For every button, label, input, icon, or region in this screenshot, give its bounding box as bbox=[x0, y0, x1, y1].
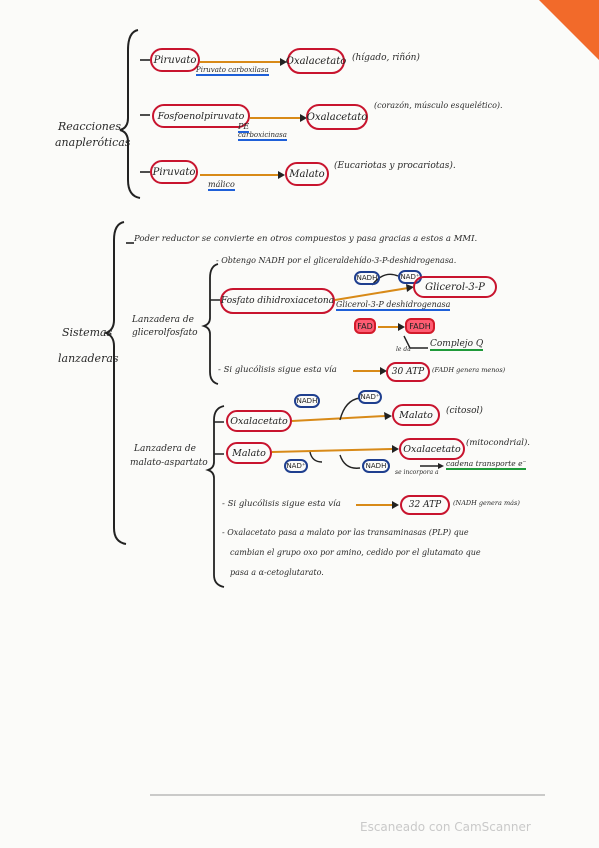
mito-note: (mitocondrial). bbox=[466, 438, 531, 448]
malato-node: Malato bbox=[285, 162, 329, 186]
atp-32-node: 32 ATP bbox=[400, 495, 450, 515]
fad-box: FAD bbox=[354, 318, 376, 334]
g3p-line1: - Obtengo NADH por el gliceraldehído-3-P… bbox=[216, 256, 457, 265]
organism-note: (Eucariotas y procariotas). bbox=[334, 161, 456, 171]
cytosol-note: (citosol) bbox=[446, 406, 483, 416]
intro-text: Poder reductor se convierte en otros com… bbox=[134, 234, 478, 244]
mal-shuttle-label-line2: malato-aspartato bbox=[130, 458, 208, 468]
section1-title-line1: Reacciones bbox=[58, 120, 122, 133]
g3p-result-text: - Si glucólisis sigue esta vía bbox=[218, 365, 337, 375]
section1-title-line2: anapleróticas bbox=[55, 136, 131, 149]
section2-title-line1: Sistemas bbox=[62, 326, 113, 339]
nadh-badge: NADH bbox=[354, 271, 380, 285]
enzyme-label: PE bbox=[238, 122, 250, 133]
page-corner-fold bbox=[539, 0, 599, 60]
g3p-node: Glicerol-3-P bbox=[413, 276, 497, 298]
electron-chain-label: cadena transporte e⁻ bbox=[446, 459, 527, 470]
nadh-badge: NADH bbox=[294, 394, 320, 408]
oxalacetato-node: Oxalacetato bbox=[306, 104, 368, 130]
fadh-box: FADH bbox=[405, 318, 435, 334]
enzyme-label: carboxicinasa bbox=[238, 131, 287, 141]
enzyme-label: Glicerol-3-P deshidrogenasa bbox=[336, 300, 451, 311]
nad-badge: NAD⁺ bbox=[358, 390, 382, 404]
oxalacetato-node: Oxalacetato bbox=[226, 410, 292, 432]
pyruvate-node: Piruvato bbox=[150, 160, 198, 184]
enzyme-label: málico bbox=[208, 180, 235, 191]
g3p-shuttle-label-line1: Lanzadera de bbox=[132, 315, 194, 325]
mal-result-text: - Si glucólisis sigue esta vía bbox=[222, 499, 341, 509]
nadh-badge: NADH bbox=[362, 459, 390, 473]
dhap-node: Fosfato dihidroxiacetona bbox=[220, 288, 335, 314]
arrow-label: le da bbox=[396, 346, 411, 353]
enzyme-label: Piruvato carboxilasa bbox=[196, 66, 269, 76]
malato-node: Malato bbox=[226, 442, 272, 464]
tissue-note: (corazón, músculo esquelético). bbox=[374, 101, 503, 110]
complex-q-label: Complejo Q bbox=[430, 339, 484, 351]
camscanner-watermark: Escaneado con CamScanner bbox=[360, 820, 531, 834]
oxalacetato-node: Oxalacetato bbox=[286, 48, 346, 74]
tissue-note: (hígado, riñón) bbox=[352, 53, 420, 63]
oxalacetato-mito-node: Oxalacetato bbox=[399, 438, 465, 460]
incorpora-label: se incorpora a bbox=[395, 469, 439, 476]
section2-title-line2: lanzaderas bbox=[58, 352, 119, 365]
mal-shuttle-label-line1: Lanzadera de bbox=[134, 444, 196, 454]
malato-cytosol-node: Malato bbox=[392, 404, 440, 426]
pyruvate-node: Piruvato bbox=[150, 48, 200, 72]
pep-node: Fosfoenolpiruvato bbox=[152, 104, 250, 128]
transaminase-note-line2: cambian el grupo oxo por amino, cedido p… bbox=[230, 548, 481, 557]
fadh-note: (FADH genera menos) bbox=[432, 366, 506, 374]
transaminase-note-line1: - Oxalacetato pasa a malato por las tran… bbox=[222, 528, 469, 537]
transaminase-note-line3: pasa a α-cetoglutarato. bbox=[230, 568, 324, 577]
nad-badge: NAD⁺ bbox=[284, 459, 308, 473]
nadh-note: (NADH genera más) bbox=[453, 499, 520, 507]
atp-30-node: 30 ATP bbox=[386, 362, 430, 382]
g3p-shuttle-label-line2: glicerolfosfato bbox=[132, 328, 198, 338]
